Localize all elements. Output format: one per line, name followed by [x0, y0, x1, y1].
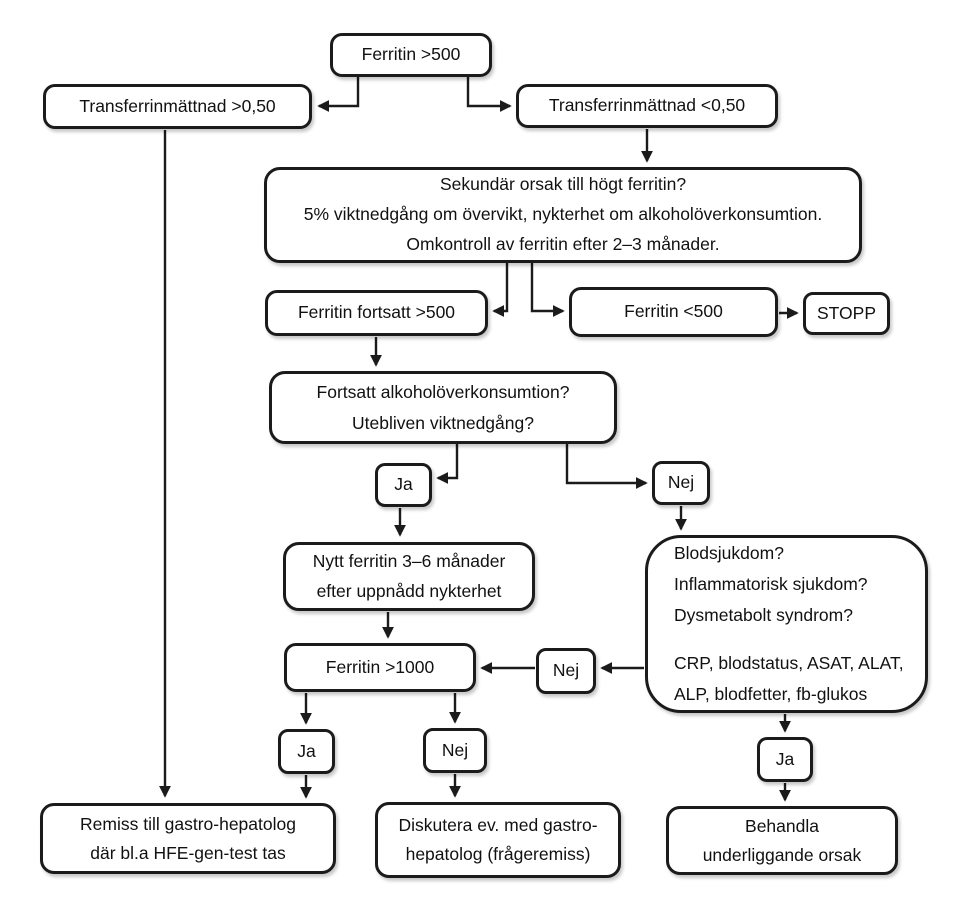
node-line: Blodsjukdom?: [674, 543, 784, 563]
node-label: Ja: [775, 748, 795, 769]
node-continued-overconsumption: Fortsatt alkoholöverkonsumtion? Uteblive…: [269, 371, 617, 444]
node-label: Ferritin >500: [361, 44, 461, 65]
node-ferritin-gt-500: Ferritin >500: [330, 33, 492, 77]
node-workup: Blodsjukdom? Inflammatorisk sjukdom? Dys…: [645, 535, 928, 713]
node-stop: STOPP: [803, 292, 890, 335]
node-line: efter uppnådd nykterhet: [316, 580, 502, 601]
node-label: Ja: [394, 474, 413, 495]
node-ferritin-lt-500: Ferritin <500: [569, 287, 778, 337]
node-label: Ferritin <500: [624, 301, 723, 322]
node-new-ferritin: Nytt ferritin 3–6 månader efter uppnådd …: [283, 542, 535, 611]
node-ferritin-gt-1000: Ferritin >1000: [284, 643, 476, 692]
node-line: Fortsatt alkoholöverkonsumtion?: [316, 381, 570, 402]
edge-secondary-ferritin-lt-500: [530, 263, 565, 317]
node-label: STOPP: [816, 302, 876, 323]
node-line: Inflammatorisk sjukdom?: [674, 574, 868, 595]
node-referral-gastro: Remiss till gastro-hepatolog där bl.a HF…: [40, 803, 336, 874]
node-discuss-gastro: Diskutera ev. med gastro- hepatolog (frå…: [375, 802, 621, 878]
node-ja-2: Ja: [278, 729, 335, 774]
node-ja-1: Ja: [375, 463, 432, 507]
node-nej-2: Nej: [536, 648, 596, 694]
node-label: Nej: [552, 660, 580, 681]
node-label: Ferritin fortsatt >500: [297, 302, 456, 323]
node-line: Dysmetabolt syndrom?: [674, 605, 853, 626]
edge-secondary-ferritin-still-500: [492, 263, 509, 317]
node-line: där bl.a HFE-gen-test tas: [90, 842, 286, 863]
node-treat-underlying: Behandla underliggande orsak: [666, 806, 898, 875]
edge-continued-nej1: [565, 444, 648, 489]
node-line: Utebliven viktnedgång?: [352, 412, 534, 433]
edge-ferritin500-transferrin-gt: [317, 77, 360, 112]
node-line: Behandla: [745, 815, 819, 836]
edge-ferritin500-transferrin-lt: [466, 77, 512, 112]
node-secondary-cause: Sekundär orsak till högt ferritin? 5% vi…: [264, 167, 862, 263]
node-label: Ja: [297, 740, 316, 761]
node-line: CRP, blodstatus, ASAT, ALAT,: [674, 652, 904, 673]
node-nej-1: Nej: [652, 461, 710, 505]
node-transferrin-saturation-lt: Transferrinmättnad <0,50: [516, 84, 778, 128]
node-line: Remiss till gastro-hepatolog: [80, 813, 296, 834]
node-label: Nej: [667, 472, 695, 493]
node-nej-3: Nej: [423, 728, 487, 773]
node-line: Diskutera ev. med gastro-: [398, 815, 598, 836]
node-label: Transferrinmättnad <0,50: [548, 95, 746, 116]
node-transferrin-saturation-gt: Transferrinmättnad >0,50: [43, 84, 312, 129]
node-ferritin-still-gt-500: Ferritin fortsatt >500: [265, 290, 488, 336]
node-line: ALP, blodfetter, fb-glukos: [674, 683, 868, 704]
node-line: Omkontroll av ferritin efter 2–3 månader…: [406, 233, 720, 254]
node-label: Ferritin >1000: [325, 656, 435, 677]
node-label: Transferrinmättnad >0,50: [79, 95, 276, 116]
edge-continued-ja1: [436, 444, 459, 484]
node-ja-3: Ja: [757, 737, 813, 782]
node-line: 5% viktnedgång om övervikt, nykterhet om…: [303, 204, 823, 225]
node-line: Nytt ferritin 3–6 månader: [312, 550, 506, 571]
node-label: Nej: [441, 739, 469, 760]
node-line: underliggande orsak: [702, 844, 862, 865]
node-line: Sekundär orsak till högt ferritin?: [439, 174, 687, 195]
node-line: hepatolog (frågeremiss): [405, 844, 591, 864]
